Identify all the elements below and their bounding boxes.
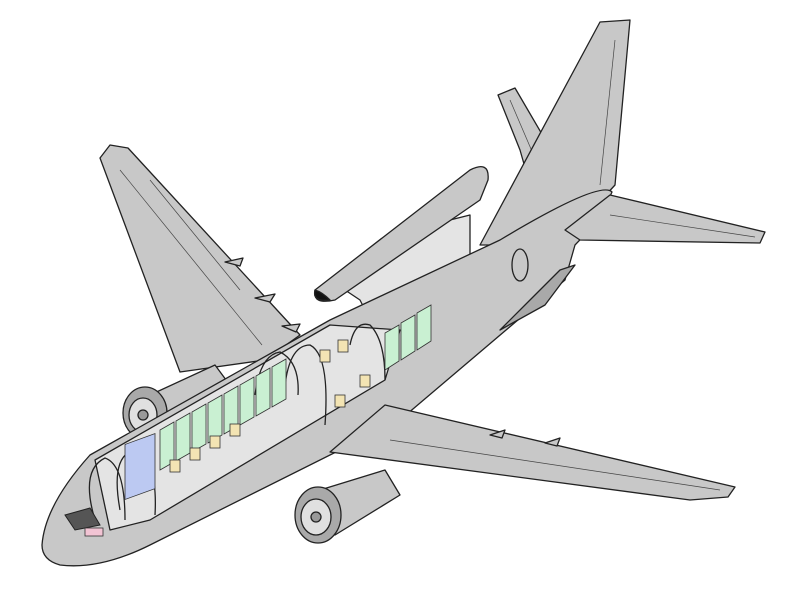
right-engine: [294, 469, 401, 544]
operator-console: [159, 421, 175, 471]
seat: [334, 394, 346, 408]
operator-console: [271, 358, 287, 408]
cockpit-accent: [84, 527, 104, 537]
cabin-interior: [64, 304, 432, 537]
seat: [229, 423, 241, 437]
radar-radome: [313, 166, 489, 321]
forward-console: [124, 433, 156, 501]
right-wing: [329, 404, 736, 501]
seat: [209, 435, 221, 449]
operator-console: [384, 324, 400, 371]
right-horizontal-stabilizer: [564, 194, 766, 244]
operator-console: [239, 376, 255, 426]
seat: [169, 459, 181, 473]
seat: [319, 349, 331, 363]
operator-console: [255, 367, 271, 417]
seat: [359, 374, 371, 388]
operator-console: [191, 403, 207, 453]
seat: [337, 339, 349, 353]
seat: [189, 447, 201, 461]
operator-console: [400, 314, 416, 361]
operator-console: [175, 412, 191, 462]
operator-console: [416, 304, 432, 351]
cockpit-seats: [64, 507, 101, 531]
left-wing: [99, 144, 301, 373]
